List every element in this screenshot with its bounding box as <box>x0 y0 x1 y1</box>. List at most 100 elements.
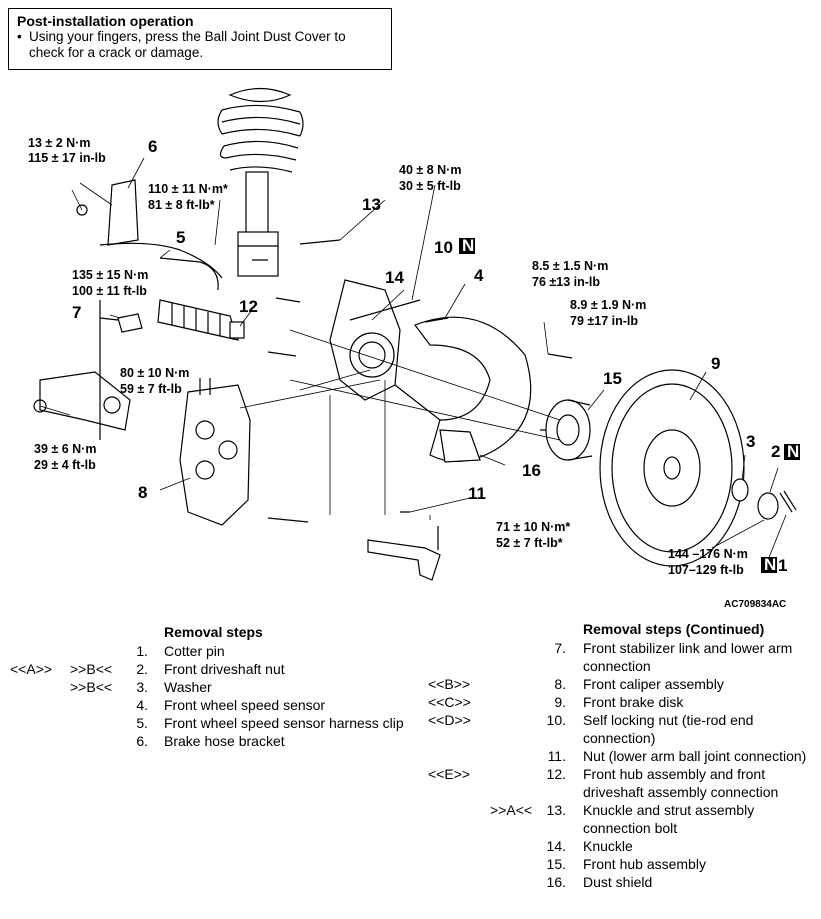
step-number: 14. <box>546 838 566 854</box>
brake-hose-bracket-drawing <box>76 179 223 279</box>
step-number: 10. <box>546 712 566 728</box>
part-label-10: 10 <box>434 238 453 257</box>
torque-40-nm: 40 ± 8 N·m <box>399 163 461 177</box>
torque-29-ftlb: 29 ± 4 ft-lb <box>34 458 96 472</box>
step-label: Knuckle and strut assembly connection bo… <box>583 802 755 836</box>
removal-step: 6. Brake hose bracket <box>10 732 410 750</box>
removal-step: 16. Dust shield <box>428 873 818 891</box>
tie-rod-drawing <box>367 526 441 581</box>
removal-step: 7. Front stabilizer link and lower arm co… <box>428 639 818 675</box>
step-label: Self locking nut (tie-rod end connection… <box>583 712 754 746</box>
torque-81-ftlb: 81 ± 8 ft-lb* <box>148 198 215 212</box>
brake-disc-drawing <box>599 369 745 567</box>
step-label: Cotter pin <box>164 643 225 659</box>
step-number: 15. <box>546 856 566 872</box>
lower-arm-drawing <box>33 371 131 431</box>
step-label: Front wheel speed sensor harness clip <box>164 715 404 731</box>
removal-step: 5.Front wheel speed sensor harness clip <box>10 714 410 732</box>
note-line-1: • Using your fingers, press the Ball Joi… <box>17 29 383 45</box>
removal-step: <<B>>8.Front caliper assembly <box>428 675 818 693</box>
washer-drawing <box>731 478 749 502</box>
part-label-9: 9 <box>711 354 720 373</box>
removal-steps-left-list: 1.Cotter pin<<A>>>>B<<2.Front driveshaft… <box>10 642 410 750</box>
part-label-5: 5 <box>176 228 185 247</box>
step-label: Knuckle <box>583 838 633 854</box>
torque-79-inlb: 79 ±17 in-lb <box>570 314 638 328</box>
part-label-4: 4 <box>474 266 484 285</box>
step-label: Front caliper assembly <box>583 676 724 692</box>
part-label-8: 8 <box>138 483 147 502</box>
removal-steps-continued-heading: Removal steps (Continued) <box>583 621 765 637</box>
removal-step: <<E>>12.Front hub assembly and front dri… <box>428 765 818 801</box>
driveshaft-nut-drawing <box>757 492 779 520</box>
step-label: Front brake disk <box>583 694 684 710</box>
strut-assembly-drawing <box>217 87 304 277</box>
stabilizer-link-drawing <box>99 300 143 440</box>
driveshaft-drawing <box>157 299 245 341</box>
removal-steps-right: Removal steps (Continued) 7. Front stabil… <box>428 620 818 891</box>
badge-n-1: N <box>764 555 776 574</box>
torque-71-nm: 71 ± 10 N·m* <box>496 520 570 534</box>
front-suspension-exploded-diagram: N N N 6 13 5 10 4 14 12 7 9 15 3 2 16 8 … <box>28 87 800 581</box>
step-label: Washer <box>164 679 212 695</box>
step-number: 13. <box>546 802 566 818</box>
torque-39-nm: 39 ± 6 N·m <box>34 442 96 456</box>
step-label: Front hub assembly and front driveshaft … <box>583 766 779 800</box>
step-number: 4. <box>136 697 148 713</box>
step-number: 1. <box>136 643 148 659</box>
badge-n-10: N <box>462 236 474 255</box>
hub-assembly-drawing <box>540 399 593 461</box>
part-label-7: 7 <box>72 303 81 322</box>
torque-52-ftlb: 52 ± 7 ft-lb* <box>496 536 563 550</box>
step-reference-installation: >>B<< <box>70 679 113 695</box>
step-reference-removal: <<E>> <box>428 766 471 782</box>
part-label-3: 3 <box>746 432 755 451</box>
part-label-16: 16 <box>522 461 541 480</box>
leader-lines <box>39 157 787 561</box>
torque-107-ftlb: 107–129 ft-lb <box>668 563 744 577</box>
torque-8-5-nm: 8.5 ± 1.5 N·m <box>532 259 608 273</box>
step-reference-removal: <<C>> <box>428 694 471 710</box>
step-number: 16. <box>546 874 566 890</box>
removal-step: 15.Front hub assembly <box>428 855 818 873</box>
step-number: 6. <box>136 733 148 749</box>
torque-8-9-nm: 8.9 ± 1.9 N·m <box>570 298 646 312</box>
part-label-1: 1 <box>778 556 787 575</box>
torque-30-ftlb: 30 ± 5 ft-lb <box>399 179 461 193</box>
bolts-drawing <box>267 239 573 523</box>
torque-144-nm: 144 –176 N·m <box>668 547 748 561</box>
note-bullet: • <box>17 29 22 44</box>
step-label: Dust shield <box>583 874 653 890</box>
step-number: 2. <box>136 661 148 677</box>
torque-13-nm: 13 ± 2 N·m <box>28 136 90 150</box>
removal-steps-heading: Removal steps <box>164 624 263 640</box>
step-reference-installation: >>A<< <box>490 802 533 818</box>
torque-76-inlb: 76 ±13 in-lb <box>532 275 600 289</box>
wheel-speed-sensor-harness-drawing <box>159 257 219 291</box>
note-title: Post-installation operation <box>17 13 194 29</box>
dust-shield-drawing <box>414 316 532 463</box>
removal-step: 11.Nut (lower arm ball joint connection) <box>428 747 818 765</box>
removal-step: 4.Front wheel speed sensor <box>10 696 410 714</box>
step-number: 11. <box>547 748 566 764</box>
removal-step: 14. Knuckle <box>428 837 818 855</box>
part-label-6: 6 <box>148 137 157 156</box>
removal-step: >>B<<3.Washer <box>10 678 410 696</box>
torque-80-nm: 80 ± 10 N·m <box>120 366 189 380</box>
part-label-11: 11 <box>468 484 486 503</box>
step-label: Front stabilizer link and lower arm conn… <box>583 640 793 674</box>
caliper-drawing <box>179 378 251 526</box>
removal-steps-right-list: 7. Front stabilizer link and lower arm co… <box>428 639 818 891</box>
part-label-14: 14 <box>385 268 404 287</box>
removal-step: <<C>> 9. Front brake disk <box>428 693 818 711</box>
step-number: 7. <box>554 640 566 656</box>
step-label: Brake hose bracket <box>164 733 285 749</box>
step-label: Front driveshaft nut <box>164 661 285 677</box>
step-reference-installation: >>B<< <box>70 661 113 677</box>
badge-n-2: N <box>787 442 799 461</box>
removal-step: <<D>>10.Self locking nut (tie-rod end co… <box>428 711 818 747</box>
step-number: 9. <box>554 694 566 710</box>
removal-steps-left: Removal steps 1.Cotter pin<<A>>>>B<<2.Fr… <box>10 623 410 750</box>
note-text-1: Using your fingers, press the Ball Joint… <box>29 29 346 44</box>
post-installation-note: Post-installation operation • Using your… <box>8 8 392 70</box>
